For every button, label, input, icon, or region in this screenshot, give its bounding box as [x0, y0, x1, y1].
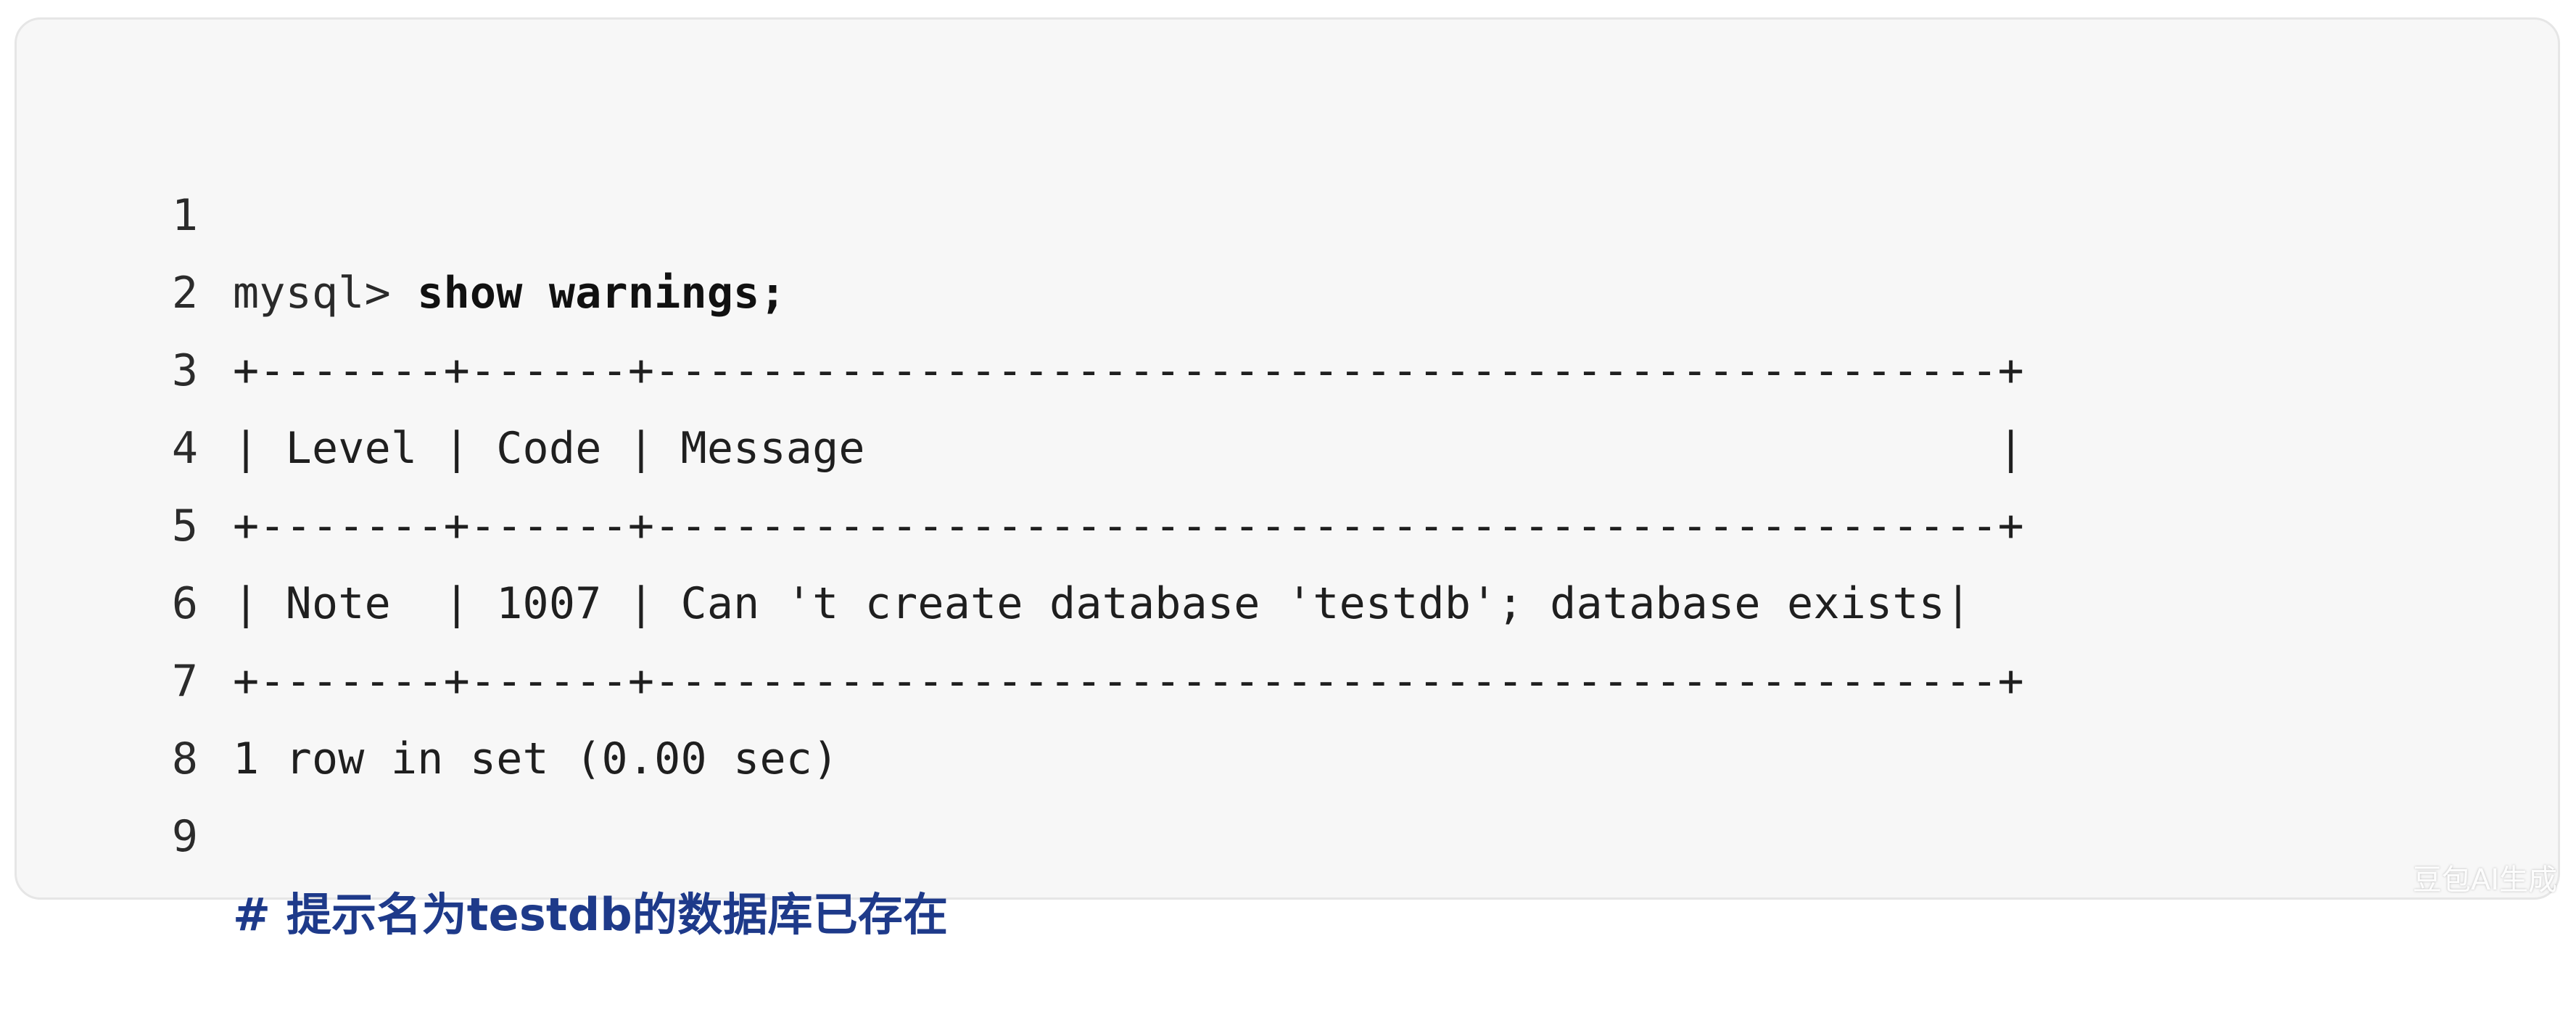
line-number: 9 — [147, 798, 198, 876]
code-line-1: 1 mysql> show warnings; — [17, 99, 2558, 177]
code-comment: # 提示名为testdb的数据库已存在 — [233, 876, 948, 953]
code-line-4: 4 +-------+------+----------------------… — [17, 332, 2558, 410]
watermark: 豆包AI生成 — [2413, 856, 2557, 898]
code-line-9: 9 # 提示名为testdb的数据库已存在 — [17, 720, 2558, 798]
code-line-8: 8 — [17, 643, 2558, 720]
code-line-6: 6 +-------+------+----------------------… — [17, 488, 2558, 565]
code-line-2: 2 +-------+------+----------------------… — [17, 177, 2558, 255]
code-line-5: 5 | Note | 1007 | Can 't create database… — [17, 410, 2558, 488]
code-line-7: 7 1 row in set (0.00 sec) — [17, 565, 2558, 643]
code-block: 1 mysql> show warnings; 2 +-------+-----… — [15, 17, 2560, 900]
code-line-3: 3 | Level | Code | Message | — [17, 255, 2558, 332]
